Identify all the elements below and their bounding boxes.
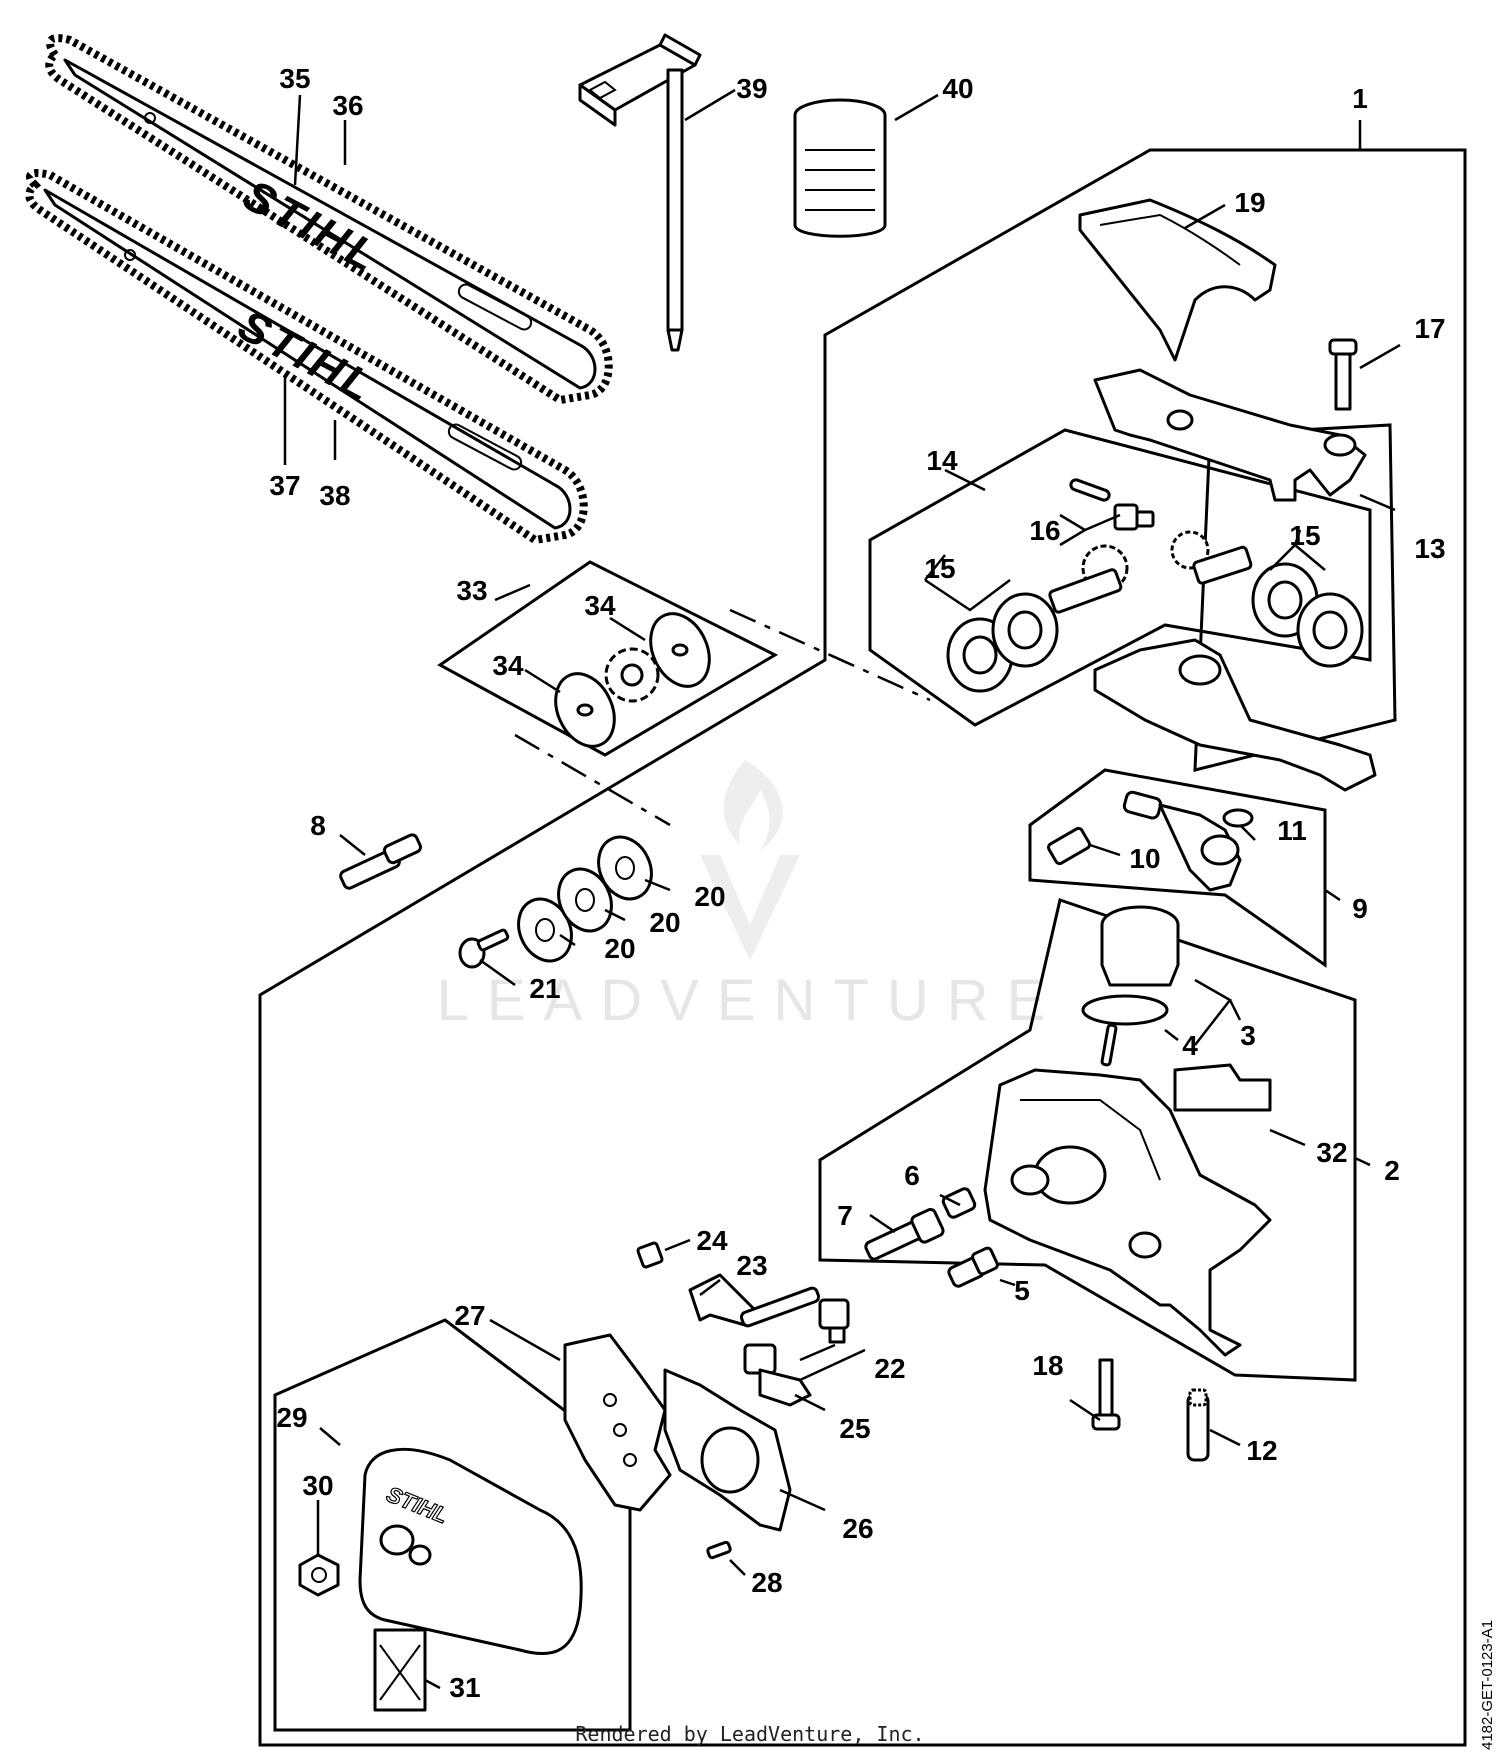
callout-19: 19 bbox=[1234, 187, 1265, 218]
callout-30: 30 bbox=[302, 1470, 333, 1501]
screw-28 bbox=[706, 1540, 732, 1560]
callout-10: 10 bbox=[1129, 843, 1160, 874]
callout-4: 4 bbox=[1182, 1030, 1198, 1061]
label-32 bbox=[1173, 1063, 1272, 1112]
watermark: LEADVENTURE bbox=[437, 760, 1064, 1033]
callout-34b: 34 bbox=[492, 650, 524, 681]
callout-numbers: 1 2 3 4 5 6 7 8 9 10 11 12 13 14 15 15 1… bbox=[269, 63, 1445, 1703]
spur-gear-14 bbox=[1048, 530, 1253, 614]
callout-33: 33 bbox=[456, 575, 487, 606]
callout-24: 24 bbox=[696, 1225, 728, 1256]
callout-38: 38 bbox=[319, 480, 350, 511]
callout-16: 16 bbox=[1029, 515, 1060, 546]
grease-tube bbox=[793, 98, 887, 238]
subframe-9 bbox=[1028, 768, 1327, 968]
callout-34: 34 bbox=[584, 590, 616, 621]
subframe-14 bbox=[868, 428, 1372, 727]
washers-20 bbox=[517, 835, 653, 963]
assembly-frame-1 bbox=[258, 148, 1467, 1747]
callout-37: 37 bbox=[269, 470, 300, 501]
subframe-29 bbox=[273, 1318, 632, 1732]
footer-credit: Rendered by LeadVenture, Inc. bbox=[575, 1722, 925, 1746]
connector-line bbox=[729, 608, 931, 702]
adjuster-12 bbox=[1186, 1388, 1210, 1462]
callout-5: 5 bbox=[1014, 1275, 1030, 1306]
gear-housing-upper bbox=[1093, 368, 1367, 502]
callout-31: 31 bbox=[449, 1672, 480, 1703]
label-31 bbox=[373, 1628, 427, 1712]
callout-12: 12 bbox=[1246, 1435, 1277, 1466]
callout-22: 22 bbox=[874, 1353, 905, 1384]
combination-wrench bbox=[578, 33, 702, 352]
callout-9: 9 bbox=[1352, 893, 1368, 924]
screw-18 bbox=[1091, 1358, 1121, 1431]
chain-cover: STIHL bbox=[358, 1447, 583, 1656]
bearing-15 bbox=[946, 562, 1364, 693]
screw-17 bbox=[1328, 338, 1358, 411]
callout-32: 32 bbox=[1316, 1137, 1347, 1168]
callout-20c: 20 bbox=[604, 933, 635, 964]
callout-15: 15 bbox=[924, 553, 955, 584]
callout-29: 29 bbox=[276, 1402, 307, 1433]
callout-20b: 20 bbox=[649, 907, 680, 938]
screw-21 bbox=[458, 928, 510, 969]
sprocket-assembly bbox=[554, 612, 711, 748]
callout-2: 2 bbox=[1384, 1155, 1400, 1186]
callout-7: 7 bbox=[837, 1200, 853, 1231]
callout-25: 25 bbox=[839, 1413, 870, 1444]
gear-cap bbox=[1078, 198, 1277, 362]
callout-28: 28 bbox=[751, 1567, 782, 1598]
callout-8: 8 bbox=[310, 810, 326, 841]
fitting-5 bbox=[947, 1246, 999, 1288]
callout-11: 11 bbox=[1277, 815, 1307, 846]
oil-cap bbox=[1081, 905, 1180, 1067]
callout-18: 18 bbox=[1032, 1350, 1063, 1381]
callout-39: 39 bbox=[736, 73, 767, 104]
pinion-16 bbox=[1069, 478, 1155, 531]
gasket-26 bbox=[663, 1368, 792, 1532]
stud-8 bbox=[339, 833, 422, 890]
oil-pump bbox=[1047, 790, 1254, 892]
brand-logo: STIHL bbox=[230, 301, 383, 413]
guide-plate-27 bbox=[563, 1333, 672, 1512]
callout-6: 6 bbox=[904, 1160, 920, 1191]
callout-40: 40 bbox=[942, 73, 973, 104]
connector-line bbox=[514, 733, 671, 827]
tensioner bbox=[636, 1241, 850, 1407]
subframe-33 bbox=[437, 560, 779, 757]
callout-21: 21 bbox=[529, 973, 560, 1004]
callout-20: 20 bbox=[694, 881, 725, 912]
callout-3: 3 bbox=[1240, 1020, 1256, 1051]
subframe-2 bbox=[818, 898, 1357, 1382]
housing-2 bbox=[983, 1068, 1272, 1357]
callout-1: 1 bbox=[1352, 83, 1368, 114]
callout-23: 23 bbox=[736, 1250, 767, 1281]
callout-26: 26 bbox=[842, 1513, 873, 1544]
gear-housing-lower bbox=[1093, 638, 1377, 792]
callout-13: 13 bbox=[1414, 533, 1445, 564]
leader-lines bbox=[283, 88, 1401, 1690]
callout-14: 14 bbox=[926, 445, 958, 476]
stud-7 bbox=[864, 1207, 945, 1261]
nut-30 bbox=[298, 1553, 340, 1597]
callout-17: 17 bbox=[1414, 313, 1445, 344]
sleeve-6 bbox=[941, 1187, 977, 1219]
callout-15b: 15 bbox=[1289, 520, 1320, 551]
callout-36: 36 bbox=[332, 90, 363, 121]
drawing-code: 4182-GET-0123-A1 bbox=[1479, 1620, 1496, 1750]
callout-35: 35 bbox=[279, 63, 310, 94]
callout-27: 27 bbox=[454, 1300, 485, 1331]
watermark-text: LEADVENTURE bbox=[437, 968, 1064, 1033]
